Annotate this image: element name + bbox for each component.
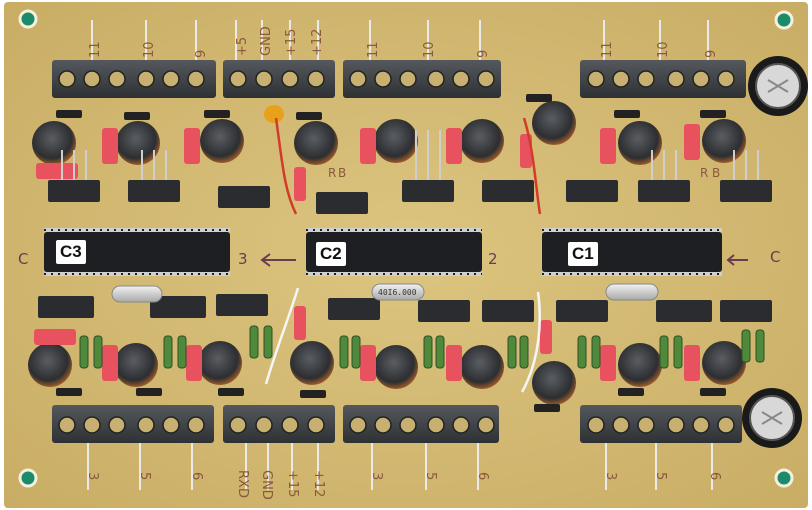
silk-top-label: 9 xyxy=(704,49,719,58)
silk-bottom-label: 6 xyxy=(475,472,490,481)
transistor-leads xyxy=(61,130,759,180)
jumper-wires xyxy=(264,117,542,393)
hand-mark: C xyxy=(770,248,781,266)
silk-side-mark: B xyxy=(712,166,721,180)
silk-top-label: 10 xyxy=(422,41,437,58)
silk-top-label: 10 xyxy=(656,41,671,58)
silk-top-label: 11 xyxy=(88,41,103,58)
top-terminal-blocks xyxy=(52,20,746,98)
transistors xyxy=(38,180,772,322)
ic-label-c1: C1 xyxy=(568,242,598,266)
silk-bottom-label: 3 xyxy=(369,472,384,481)
film-capacitors xyxy=(34,124,700,381)
silk-bottom-label: 6 xyxy=(707,472,722,481)
tantalum-capacitor xyxy=(264,105,284,123)
silk-top-label: 11 xyxy=(366,41,381,58)
silk-top-label: 9 xyxy=(194,49,209,58)
silk-top-label: 10 xyxy=(142,41,157,58)
silk-top-label: +15 xyxy=(284,28,299,56)
bottom-terminal-blocks xyxy=(52,405,742,490)
silk-bottom-label: 6 xyxy=(189,472,204,481)
ic-label-c2: C2 xyxy=(316,242,346,266)
hand-arrows xyxy=(260,253,748,267)
mounting-holes xyxy=(18,9,794,488)
silk-side-mark: R xyxy=(700,166,709,180)
hand-mark: 2 xyxy=(488,250,498,268)
crystals xyxy=(111,283,659,303)
ic-label-c3: C3 xyxy=(56,240,86,264)
silk-top-label: +5 xyxy=(235,36,250,56)
diodes xyxy=(56,94,726,412)
resistors xyxy=(79,325,765,369)
hand-mark: C xyxy=(18,250,29,268)
hand-mark: 3 xyxy=(238,250,248,268)
silk-top-label: 11 xyxy=(600,41,615,58)
silk-bottom-label: +15 xyxy=(285,470,300,498)
silk-bottom-label: 5 xyxy=(423,472,438,481)
crystal-marking: 40I6.000 xyxy=(378,288,417,297)
silk-bottom-label: 5 xyxy=(137,472,152,481)
electrolytic-capacitors xyxy=(742,56,808,448)
silk-side-mark: B xyxy=(338,166,347,180)
inductors-bottom xyxy=(28,341,746,405)
silk-top-label: +12 xyxy=(310,28,325,56)
silk-bottom-label: RXD xyxy=(235,470,250,498)
dip-ics xyxy=(44,228,722,276)
silk-bottom-label: 3 xyxy=(603,472,618,481)
silk-top-label: 9 xyxy=(476,49,491,58)
silk-top-label: GND xyxy=(259,26,274,56)
silk-side-mark: R xyxy=(328,166,337,180)
silk-bottom-label: 5 xyxy=(653,472,668,481)
silk-bottom-label: GND xyxy=(259,470,274,500)
silk-bottom-label: +12 xyxy=(311,470,326,498)
silk-bottom-label: 3 xyxy=(85,472,100,481)
